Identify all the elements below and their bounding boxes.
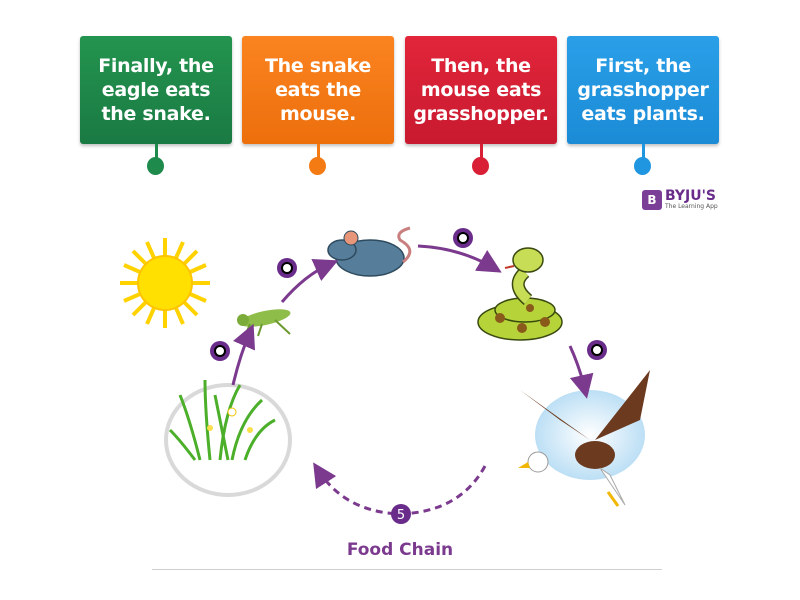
connector <box>480 144 483 160</box>
mouse-icon <box>327 226 412 277</box>
step-marker-icon <box>210 341 230 361</box>
card-text: Then, the mouse eats grasshopper. <box>413 55 549 125</box>
step-5-badge <box>391 504 411 524</box>
divider <box>152 569 662 570</box>
diagram-caption: Food Chain <box>346 540 454 560</box>
step-marker-icon <box>453 228 473 248</box>
card-eagle-step: Finally, the eagle eats the snake. <box>80 36 232 144</box>
connector <box>642 144 645 160</box>
snake-icon <box>477 247 563 341</box>
grass-icon <box>164 379 292 497</box>
card-text: First, the grasshopper eats plants. <box>577 55 709 125</box>
sun-icon <box>120 238 210 328</box>
card-grasshopper-step: First, the grasshopper eats plants. <box>567 36 719 144</box>
step-marker-icon <box>587 340 607 360</box>
arrow-grass-to-grasshopper <box>231 323 256 386</box>
arrow-snake-to-eagle <box>568 345 594 399</box>
arrow-grasshopper-to-mouse <box>280 259 339 303</box>
grasshopper-icon <box>237 309 291 337</box>
card-text: Finally, the eagle eats the snake. <box>98 55 214 125</box>
timeline-dot <box>147 157 164 175</box>
logo-brand: BYJU'S <box>665 188 716 204</box>
logo-tagline: The Learning App <box>665 203 718 210</box>
card-snake-step: The snake eats the mouse. <box>242 36 394 144</box>
connector <box>155 144 158 160</box>
connector <box>317 144 320 160</box>
eagle-icon <box>518 370 650 507</box>
timeline-dot <box>309 157 326 175</box>
card-text: The snake eats the mouse. <box>265 55 371 125</box>
card-mouse-step: Then, the mouse eats grasshopper. <box>405 36 557 144</box>
byjus-logo: B BYJU'S The Learning App <box>642 188 718 210</box>
timeline-dot <box>634 157 651 175</box>
logo-mark: B <box>642 190 662 210</box>
timeline-dot <box>472 157 489 175</box>
step-marker-icon <box>277 258 297 278</box>
arrow-mouse-to-snake <box>417 244 502 273</box>
step-5-label: 5 <box>397 508 405 523</box>
